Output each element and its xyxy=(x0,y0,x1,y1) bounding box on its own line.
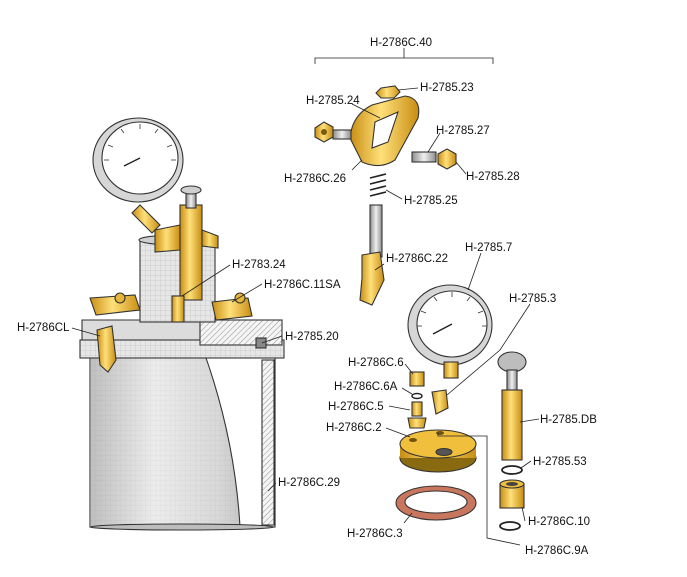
label-2783-24: H-2783.24 xyxy=(232,259,286,271)
part-small-oring xyxy=(411,392,423,400)
exploded-lid-parts xyxy=(395,284,527,531)
label-2786c-29: H-2786C.29 xyxy=(278,477,340,489)
part-right-pin xyxy=(411,151,437,163)
part-oring-9a xyxy=(499,521,521,531)
label-2786c-2: H-2786C.2 xyxy=(326,422,382,434)
label-2785-20: H-2785.20 xyxy=(285,331,339,343)
lid-fitting xyxy=(255,337,267,349)
label-2785-7: H-2785.7 xyxy=(465,242,512,254)
tank-left-clamp xyxy=(89,292,141,373)
part-relief-valve xyxy=(497,351,527,461)
label-2785-28: H-2785.28 xyxy=(466,171,520,183)
tank-assembly xyxy=(79,117,285,531)
label-2786c-10: H-2786C.10 xyxy=(528,516,590,528)
label-2786c-6a: H-2786C.6A xyxy=(334,381,398,393)
part-left-pin xyxy=(332,129,352,140)
label-2785-23: H-2785.23 xyxy=(420,82,474,94)
part-stem xyxy=(369,204,383,258)
leader-lines xyxy=(71,87,540,546)
label-2785-53: H-2785.53 xyxy=(533,456,587,468)
label-2785-db: H-2785.DB xyxy=(540,414,597,426)
part-right-nut xyxy=(437,148,457,170)
label-2785-24: H-2785.24 xyxy=(306,95,360,107)
label-2785-25: H-2785.25 xyxy=(404,195,458,207)
label-2786cl: H-2786CL xyxy=(17,322,70,334)
part-valve-body xyxy=(499,479,525,509)
label-kit: H-2786C.40 xyxy=(370,37,432,49)
tank-regulator xyxy=(154,185,219,323)
label-2786c-3: H-2786C.3 xyxy=(347,528,403,540)
label-2786c-6: H-2786C.6 xyxy=(348,357,404,369)
part-cap xyxy=(409,371,425,387)
part-top-nut xyxy=(375,85,401,99)
label-2786c-26: H-2786C.26 xyxy=(284,173,346,185)
part-gauge-fitting xyxy=(431,389,449,415)
relief-valve-kit xyxy=(314,48,494,306)
part-labels: H-2786C.40 H-2785.23 H-2785.24 H-2785.27… xyxy=(17,37,597,557)
part-lid-plate xyxy=(399,429,477,473)
part-small-fitting xyxy=(411,401,423,417)
label-2786c-9a: H-2786C.9A xyxy=(525,545,589,557)
label-2786c-22: H-2786C.22 xyxy=(386,253,448,265)
part-gasket xyxy=(395,485,477,521)
part-gauge xyxy=(407,284,493,379)
tank-right-clamp xyxy=(211,292,253,321)
label-2786c-5: H-2786C.5 xyxy=(328,401,384,413)
part-spring xyxy=(369,173,387,197)
part-oring-53 xyxy=(501,465,523,475)
tank-pressure-gauge xyxy=(92,117,184,234)
part-bent-handle xyxy=(359,251,385,306)
label-2785-3: H-2785.3 xyxy=(509,293,556,305)
label-2786c-11sa: H-2786C.11SA xyxy=(264,279,341,291)
label-2785-27: H-2785.27 xyxy=(436,125,490,137)
